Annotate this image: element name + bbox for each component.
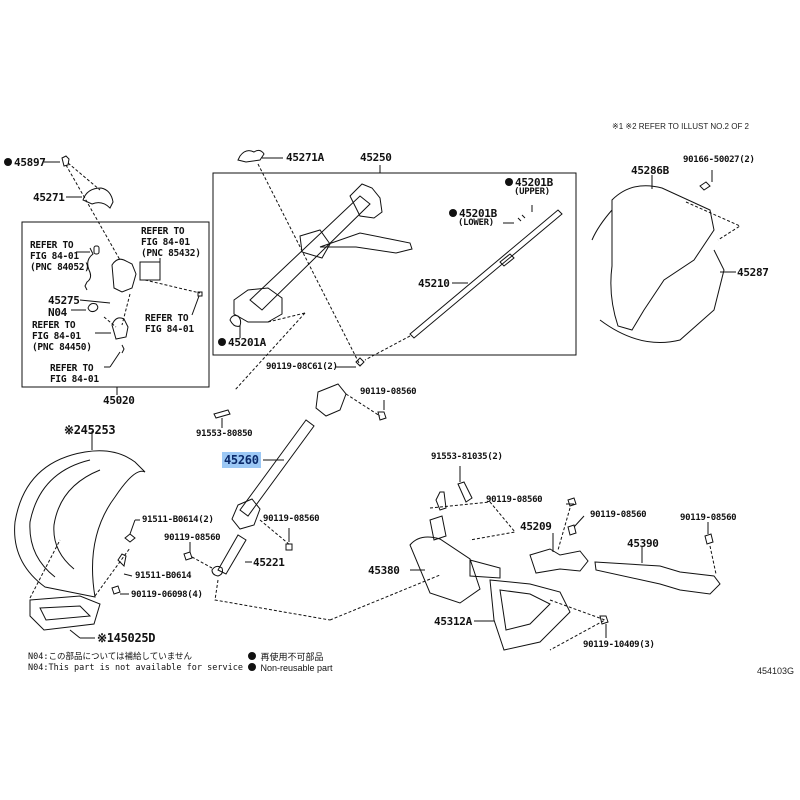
part-label-45209[interactable]: 45209 (520, 520, 552, 533)
part-label-45271[interactable]: 45271 (33, 191, 65, 204)
part-label-90119-06098[interactable]: 90119-06098(4) (131, 590, 203, 600)
refer-note-pnc-85432[interactable]: REFER TO FIG 84-01 (PNC 85432) (141, 226, 201, 259)
part-label-90119-08560-b[interactable]: 90119-08560 (263, 514, 320, 524)
part-label-45275[interactable]: 45275 (48, 294, 80, 307)
refer-note-fig-84-01-a[interactable]: REFER TO FIG 84-01 (145, 313, 194, 335)
non-reusable-dot-icon (248, 663, 256, 671)
part-label-45897[interactable]: 45897 (4, 157, 46, 168)
part-label-45250[interactable]: 45250 (360, 151, 392, 164)
part-label-90166-50027[interactable]: 90166-50027(2) (683, 155, 755, 165)
part-label-45253[interactable]: ※245253 (64, 423, 116, 437)
part-label-90119-08560-f[interactable]: 90119-08560 (680, 513, 737, 523)
part-label-45201B-lower[interactable]: 45201B (449, 208, 497, 219)
part-label-91511-B0614[interactable]: 91511-B0614 (135, 571, 192, 581)
part-label-N04[interactable]: N04 (48, 306, 67, 319)
part-label-45210[interactable]: 45210 (418, 277, 450, 290)
non-reusable-dot-icon (218, 338, 226, 346)
non-reusable-dot-icon (248, 652, 256, 660)
legend-non-reusable-en: Non-reusable part (248, 663, 333, 674)
part-label-45286B[interactable]: 45286B (631, 164, 669, 177)
refer-note-pnc-84052[interactable]: REFER TO FIG 84-01 (PNC 84052) (30, 240, 90, 273)
part-label-45312A[interactable]: 45312A (434, 615, 472, 628)
part-label-90119-08560-a[interactable]: 90119-08560 (360, 387, 417, 397)
assembly-box-45020 (21, 221, 210, 388)
part-sub-upper: (UPPER) (514, 187, 550, 197)
selected-part-highlight[interactable]: 45260 (222, 452, 261, 468)
part-label-45221[interactable]: 45221 (253, 556, 285, 569)
part-label-45025D[interactable]: ※145025D (97, 631, 156, 645)
part-label-91553-81035[interactable]: 91553-81035(2) (431, 452, 503, 462)
part-label-45380[interactable]: 45380 (368, 564, 400, 577)
illustration-code: 454103G (757, 666, 795, 676)
non-reusable-dot-icon (4, 158, 12, 166)
non-reusable-dot-icon (449, 209, 457, 217)
legend-non-reusable-jp: 再使用不可部品 (248, 652, 324, 663)
note-n04-japanese: N04:この部品については補給していません (28, 652, 193, 662)
assembly-box-45250 (212, 172, 577, 356)
part-label-91511-B0614-2[interactable]: 91511-B0614(2) (142, 515, 214, 525)
header-note: ※1 ※2 REFER TO ILLUST NO.2 OF 2 (612, 122, 750, 131)
part-label-45260-selected[interactable]: 45260 (222, 452, 261, 468)
part-label-45287[interactable]: 45287 (737, 266, 769, 279)
part-label-45201B-upper[interactable]: 45201B (505, 177, 553, 188)
part-label-45390[interactable]: 45390 (627, 537, 659, 550)
part-sub-lower: (LOWER) (458, 218, 494, 228)
part-label-90119-08560-e[interactable]: 90119-08560 (590, 510, 647, 520)
note-n04-english: N04:This part is not available for servi… (28, 663, 243, 673)
refer-note-fig-84-01-b[interactable]: REFER TO FIG 84-01 (50, 363, 99, 385)
part-label-45020[interactable]: 45020 (103, 394, 135, 407)
part-label-90119-08560-d[interactable]: 90119-08560 (486, 495, 543, 505)
part-label-90119-08560-c[interactable]: 90119-08560 (164, 533, 221, 543)
part-label-90119-08C61[interactable]: 90119-08C61(2) (266, 362, 338, 372)
refer-note-pnc-84450[interactable]: REFER TO FIG 84-01 (PNC 84450) (32, 320, 92, 353)
part-label-91553-80850[interactable]: 91553-80850 (196, 429, 253, 439)
part-label-45201A[interactable]: 45201A (218, 337, 266, 348)
part-label-90119-10409[interactable]: 90119-10409(3) (583, 640, 655, 650)
non-reusable-dot-icon (505, 178, 513, 186)
part-label-45271A[interactable]: 45271A (286, 151, 324, 164)
